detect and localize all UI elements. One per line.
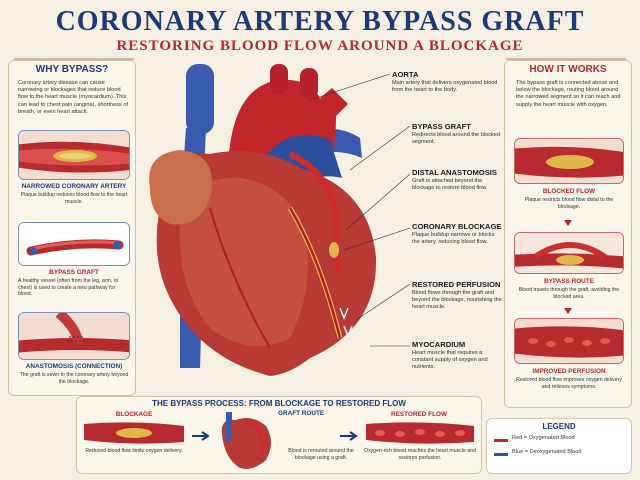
- label-blockage-text: Plaque buildup narrows or blocks the art…: [412, 232, 495, 245]
- blocked-flow-text: Plaque restricts blood flow distal to th…: [524, 197, 614, 210]
- blocked-flow-card: [514, 138, 624, 184]
- page-subtitle: RESTORING BLOOD FLOW AROUND A BLOCKAGE: [116, 38, 524, 54]
- label-graft-text: Redirects blood around the blocked segme…: [412, 132, 501, 145]
- legend-item-red: Red = Oxygenated Blood: [512, 435, 575, 441]
- label-blockage-title: CORONARY BLOCKAGE: [412, 222, 502, 231]
- label-perfusion-title: RESTORED PERFUSION: [412, 280, 501, 289]
- process-graft-text: Blood is rerouted around the blockage us…: [288, 448, 354, 461]
- divider-right: [506, 58, 626, 60]
- flow-arrow-icon: [339, 307, 349, 321]
- callout-lines: [309, 73, 410, 347]
- coronary-blockage: [329, 242, 339, 258]
- label-aorta-title: AORTA: [392, 70, 419, 79]
- process-blockage-text: Reduced blood flow limits oxygen deliver…: [85, 448, 183, 454]
- process-restored-illustration: [366, 422, 474, 444]
- heart-illustration: [149, 64, 377, 376]
- anastomosis-title: ANASTOMOSIS (CONNECTION): [25, 363, 123, 370]
- blocked-flow-illustration: [515, 139, 623, 183]
- narrowed-artery-card: [18, 130, 130, 180]
- bypass-route-text: Blood travels through the graft, avoidin…: [518, 287, 620, 300]
- legend-swatch-blue: [494, 453, 508, 456]
- right-atrium: [149, 150, 212, 225]
- legend-panel: [486, 418, 632, 474]
- page-title: CORONARY ARTERY BYPASS GRAFT: [55, 6, 585, 37]
- label-graft-title: BYPASS GRAFT: [412, 122, 471, 131]
- coronary-artery: [288, 207, 342, 339]
- bypass-graft-vessel: [288, 151, 343, 274]
- down-arrow-icon: [564, 220, 572, 226]
- anastomosis-text: The graft is sewn to the coronary artery…: [19, 372, 129, 385]
- why-bypass-intro: Coronary artery disease can cause narrow…: [18, 80, 129, 115]
- process-blockage-label: BLOCKAGE: [115, 411, 153, 418]
- bypass-graft-card: [18, 222, 130, 266]
- process-graft-heart-illustration: [221, 412, 271, 469]
- improved-perfusion-title: IMPROVED PERFUSION: [532, 368, 606, 375]
- label-distal-text: Graft is attached beyond the blockage to…: [412, 178, 488, 191]
- process-restored-label: RESTORED FLOW: [391, 411, 447, 418]
- why-bypass-heading: WHY BYPASS?: [35, 64, 109, 75]
- process-graft-label: GRAFT ROUTE: [278, 410, 325, 417]
- bypass-graft-card-title: BYPASS GRAFT: [49, 269, 99, 276]
- process-blockage-illustration: [84, 422, 184, 444]
- down-arrow-icon: [564, 308, 572, 314]
- narrowed-artery-title: NARROWED CORONARY ARTERY: [21, 183, 127, 190]
- bypass-route-card: [514, 232, 624, 274]
- anastomosis-illustration: [19, 313, 129, 359]
- anastomosis-card: [18, 312, 130, 360]
- coronary-artery: [209, 207, 271, 349]
- bypass-graft-illustration: [19, 223, 129, 265]
- label-perfusion-text: Blood flows through the graft and beyond…: [412, 290, 502, 310]
- aorta-branch: [270, 64, 288, 94]
- aorta-branch: [300, 68, 318, 98]
- right-arrow-icon: [192, 431, 210, 441]
- bypass-graft-card-text: A healthy vessel (often from the leg, ar…: [18, 278, 119, 298]
- bypass-route-illustration: [515, 233, 623, 273]
- bypass-process-heading: THE BYPASS PROCESS: FROM BLOCKAGE TO RES…: [152, 399, 406, 408]
- myocardium: [179, 177, 308, 346]
- narrowed-artery-illustration: [19, 131, 129, 179]
- divider-left: [14, 58, 134, 60]
- label-myocardium-text: Heart muscle that requires a constant su…: [412, 350, 488, 370]
- improved-perfusion-text: Restored blood flow improves oxygen deli…: [516, 377, 622, 390]
- how-it-works-intro: The bypass graft is connected above and …: [516, 80, 621, 108]
- how-it-works-heading: HOW IT WORKS: [529, 64, 607, 75]
- flow-arrow-icon: [343, 325, 353, 339]
- narrowed-artery-text: Plaque buildup reduces blood flow to the…: [20, 192, 128, 205]
- label-myocardium-title: MYOCARDIUM: [412, 340, 466, 349]
- process-restored-text: Oxygen-rich blood reaches the heart musc…: [364, 448, 476, 461]
- legend-item-blue: Blue = Deoxygenated Blood: [512, 449, 582, 455]
- improved-perfusion-card: [514, 318, 624, 364]
- right-arrow-icon: [340, 431, 358, 441]
- blocked-flow-title: BLOCKED FLOW: [542, 188, 596, 195]
- improved-perfusion-illustration: [515, 319, 623, 363]
- label-distal-title: DISTAL ANASTOMOSIS: [412, 168, 497, 177]
- legend-swatch-red: [494, 439, 508, 442]
- bypass-route-title: BYPASS ROUTE: [544, 278, 594, 285]
- legend-heading: LEGEND: [542, 422, 576, 431]
- superior-vena-cava: [186, 64, 214, 134]
- label-aorta-text: Main artery that delivers oxygenated blo…: [392, 80, 498, 93]
